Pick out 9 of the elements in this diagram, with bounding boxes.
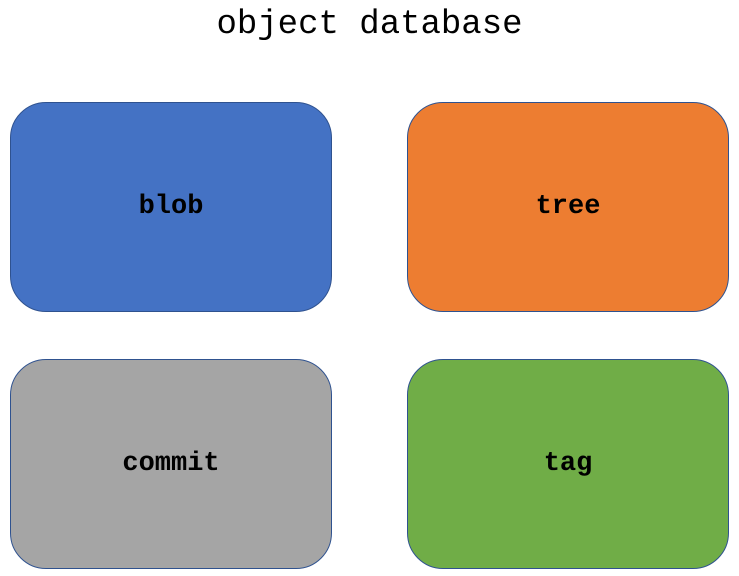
box-label: commit <box>122 449 220 479</box>
object-type-box <box>10 102 332 312</box>
box-label: tree <box>536 192 600 222</box>
object-type-box <box>407 359 729 569</box>
box-label: blob <box>138 192 204 222</box>
object-type-box <box>10 359 332 569</box>
diagram-title: object database <box>215 6 524 44</box>
object-type-box <box>407 102 729 312</box>
box-label: tag <box>544 449 592 479</box>
